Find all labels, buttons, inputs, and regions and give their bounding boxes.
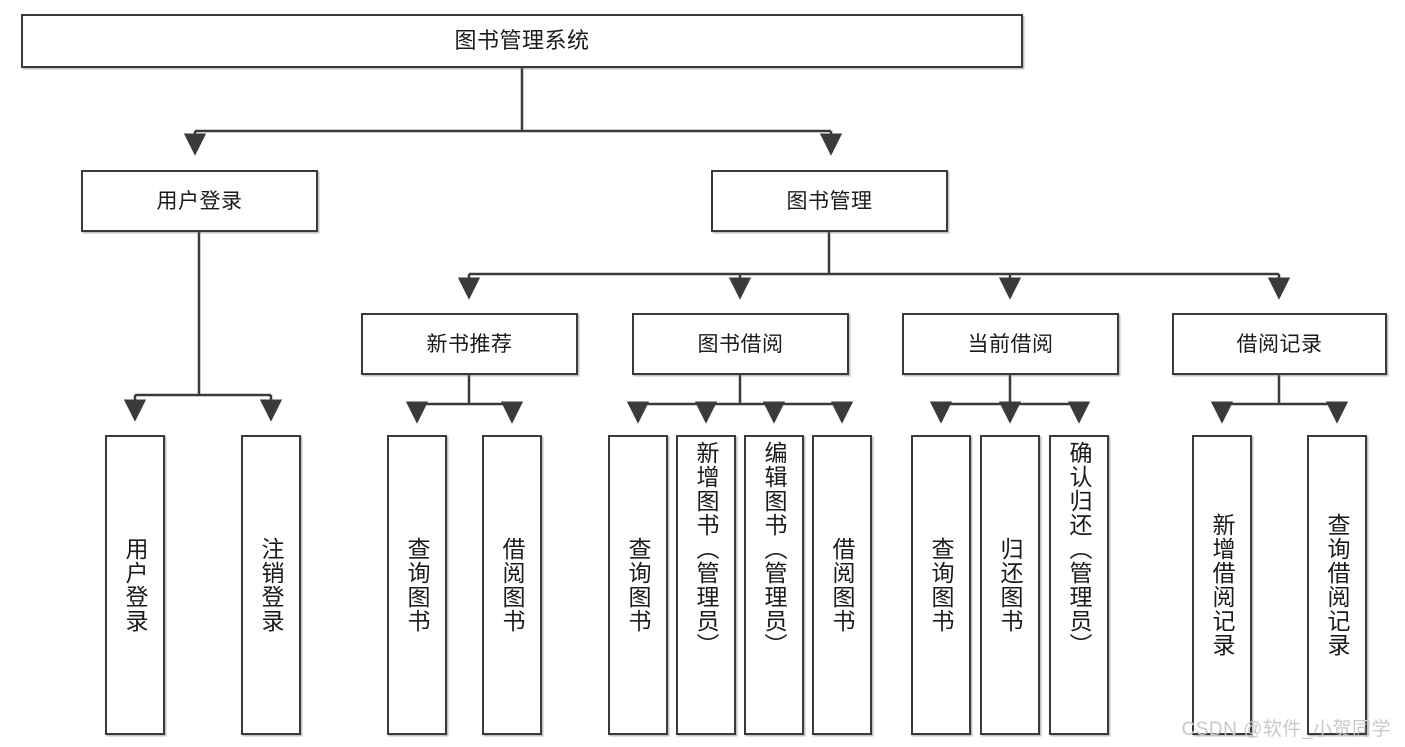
leaf-label: 查询图书 bbox=[625, 537, 652, 633]
node-user-login-label: 用户登录 bbox=[156, 189, 243, 213]
node-current-borrow-label: 当前借阅 bbox=[967, 332, 1054, 356]
node-new-book-recommend-label: 新书推荐 bbox=[426, 332, 513, 356]
leaf-label: 归还图书 bbox=[997, 537, 1024, 633]
leaf-user-login-signout[interactable]: 注销登录 bbox=[241, 435, 301, 735]
leaf-label: 注销登录 bbox=[258, 537, 285, 633]
leaf-book-borrow-add[interactable]: 新增图书（管理员） bbox=[676, 435, 736, 735]
leaf-borrow-record-add[interactable]: 新增借阅记录 bbox=[1192, 435, 1252, 735]
node-root-label: 图书管理系统 bbox=[454, 28, 590, 53]
leaf-current-borrow-query[interactable]: 查询图书 bbox=[911, 435, 971, 735]
leaf-label: 确认归还（管理员） bbox=[1066, 441, 1093, 657]
leaf-book-borrow-edit[interactable]: 编辑图书（管理员） bbox=[744, 435, 804, 735]
node-new-book-recommend[interactable]: 新书推荐 bbox=[361, 313, 578, 375]
leaf-label: 借阅图书 bbox=[829, 537, 856, 633]
node-book-management-label: 图书管理 bbox=[786, 189, 873, 213]
leaf-book-borrow-borrow[interactable]: 借阅图书 bbox=[812, 435, 872, 735]
node-user-login[interactable]: 用户登录 bbox=[81, 170, 318, 232]
node-book-management[interactable]: 图书管理 bbox=[711, 170, 948, 232]
node-current-borrow[interactable]: 当前借阅 bbox=[902, 313, 1119, 375]
leaf-label: 新增图书（管理员） bbox=[693, 441, 720, 657]
leaf-borrow-record-query[interactable]: 查询借阅记录 bbox=[1307, 435, 1367, 735]
leaf-label: 用户登录 bbox=[122, 537, 149, 633]
leaf-user-login-signin[interactable]: 用户登录 bbox=[105, 435, 165, 735]
leaf-book-borrow-query[interactable]: 查询图书 bbox=[608, 435, 668, 735]
leaf-current-borrow-confirm[interactable]: 确认归还（管理员） bbox=[1049, 435, 1109, 735]
watermark-text: CSDN @软件_小贺同学 bbox=[1181, 719, 1391, 740]
leaf-current-borrow-return[interactable]: 归还图书 bbox=[980, 435, 1040, 735]
leaf-label: 查询图书 bbox=[404, 537, 431, 633]
leaf-label: 借阅图书 bbox=[499, 537, 526, 633]
node-book-borrow-label: 图书借阅 bbox=[697, 332, 784, 356]
leaf-new-book-borrow[interactable]: 借阅图书 bbox=[482, 435, 542, 735]
node-borrow-record-label: 借阅记录 bbox=[1236, 332, 1323, 356]
leaf-label: 查询借阅记录 bbox=[1324, 513, 1351, 657]
node-book-borrow[interactable]: 图书借阅 bbox=[632, 313, 849, 375]
node-borrow-record[interactable]: 借阅记录 bbox=[1172, 313, 1387, 375]
leaf-label: 新增借阅记录 bbox=[1209, 513, 1236, 657]
leaf-label: 查询图书 bbox=[928, 537, 955, 633]
leaf-label: 编辑图书（管理员） bbox=[761, 441, 788, 657]
node-root[interactable]: 图书管理系统 bbox=[21, 14, 1023, 68]
leaf-new-book-query[interactable]: 查询图书 bbox=[387, 435, 447, 735]
